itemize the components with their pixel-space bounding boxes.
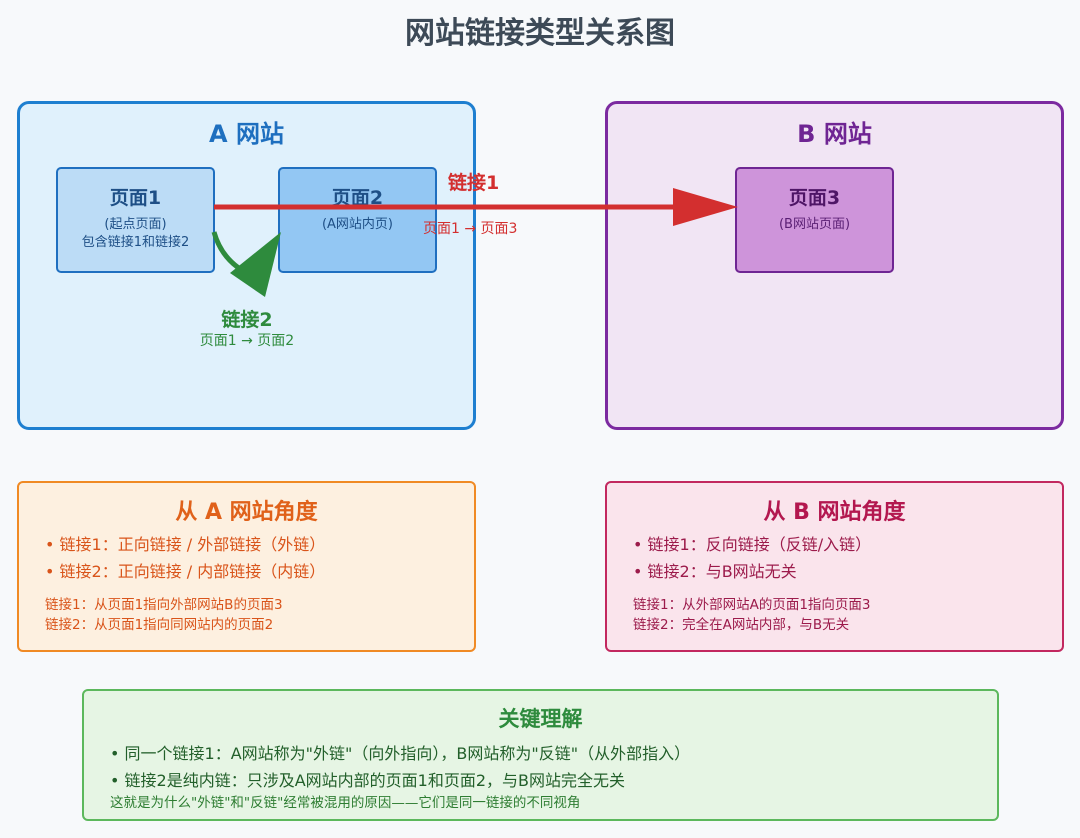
page1-sub1: (起点页面) [104, 217, 167, 232]
panel-b-note: 链接2：完全在A网站内部，与B无关 [633, 617, 850, 633]
page2-name: 页面2 [331, 187, 384, 209]
panel-b-title: 从 B 网站角度 [763, 500, 906, 525]
panel-a-bullet: • 链接2：正向链接 / 内部链接（内链） [45, 562, 326, 581]
key-line: • 链接2是纯内链：只涉及A网站内部的页面1和页面2，与B网站完全无关 [110, 771, 625, 790]
panel-a-bullet: • 链接1：正向链接 / 外部链接（外链） [45, 535, 326, 554]
diagram-title: 网站链接类型关系图 [405, 16, 675, 51]
link2-arrowhead [230, 232, 281, 297]
panel-site-a: 从 A 网站角度 • 链接1：正向链接 / 外部链接（外链） • 链接2：正向链… [17, 481, 476, 652]
link1-label: 链接1 [448, 172, 500, 194]
panel-a-note: 链接1：从页面1指向外部网站B的页面3 [45, 597, 283, 613]
panel-b-note: 链接1：从外部网站A的页面1指向页面3 [633, 597, 871, 613]
page3-node: 页面3 (B网站页面) [735, 167, 894, 273]
key-note: 这就是为什么"外链"和"反链"经常被混用的原因——它们是同一链接的不同视角 [110, 795, 581, 811]
page1-node: 页面1 (起点页面) 包含链接1和链接2 [56, 167, 215, 273]
site-a-title: A 网站 [209, 120, 284, 148]
key-title: 关键理解 [498, 707, 583, 731]
page1-name: 页面1 [109, 187, 162, 209]
page3-name: 页面3 [788, 187, 841, 209]
page2-node: 页面2 (A网站内页) [278, 167, 437, 273]
link1-arrowhead [673, 188, 738, 226]
panel-b-bullet: • 链接2：与B网站无关 [633, 562, 797, 581]
key-understanding-panel: 关键理解 • 同一个链接1：A网站称为"外链"（向外指向），B网站称为"反链"（… [82, 689, 999, 821]
page2-sub1: (A网站内页) [321, 217, 394, 232]
page1-sub2: 包含链接1和链接2 [81, 235, 190, 250]
link2-label: 链接2 [221, 309, 273, 331]
page3-sub1: (B网站页面) [778, 217, 851, 232]
panel-site-b: 从 B 网站角度 • 链接1：反向链接（反链/入链） • 链接2：与B网站无关 … [605, 481, 1064, 652]
link2-sub: 页面1 → 页面2 [199, 333, 295, 349]
panel-b-bullet: • 链接1：反向链接（反链/入链） [633, 535, 872, 554]
link1-sub: 页面1 → 页面3 [423, 221, 518, 237]
key-line: • 同一个链接1：A网站称为"外链"（向外指向），B网站称为"反链"（从外部指入… [110, 744, 691, 763]
site-b-title: B 网站 [797, 120, 872, 148]
panel-a-title: 从 A 网站角度 [175, 500, 318, 525]
panel-a-note: 链接2：从页面1指向同网站内的页面2 [45, 617, 274, 633]
